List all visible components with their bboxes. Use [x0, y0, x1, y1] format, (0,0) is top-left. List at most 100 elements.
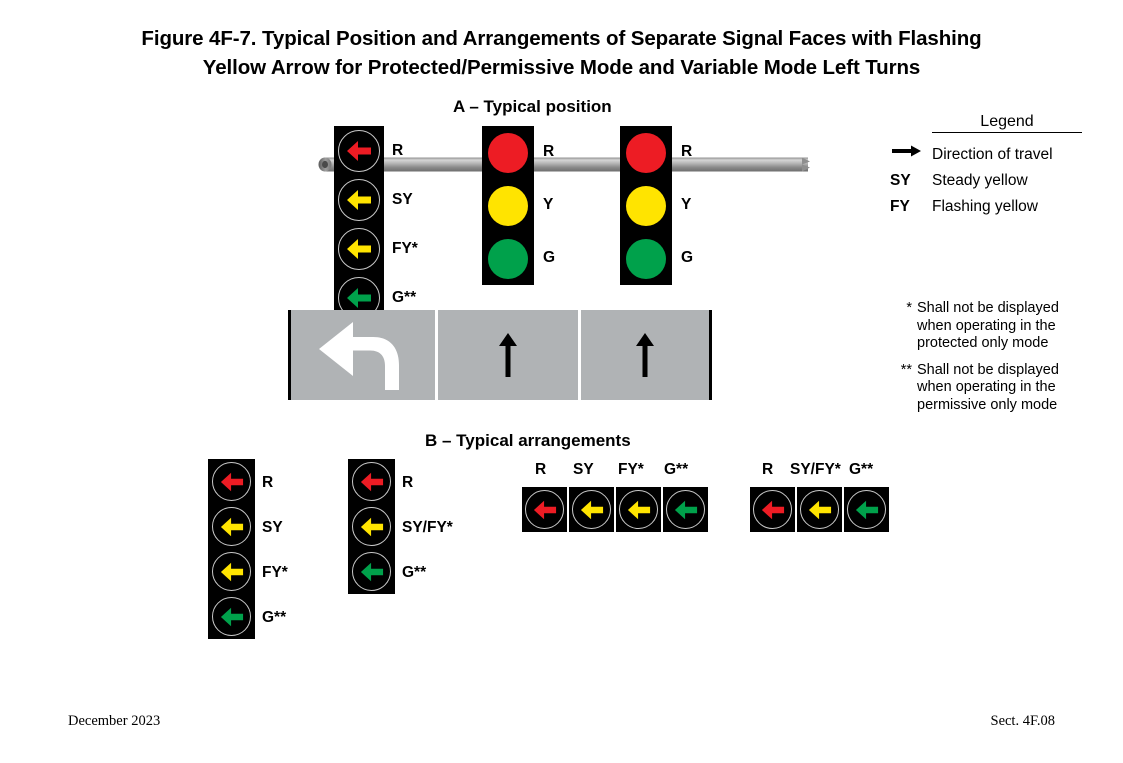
red-ball-lens: [488, 132, 528, 173]
signal-label-g: G: [681, 249, 694, 266]
signal-label-r: R: [535, 461, 547, 478]
left-turn-lane: [291, 310, 435, 400]
legend: Legend Direction of travel SY Steady yel…: [890, 112, 1090, 216]
footnote-line: protected only mode: [917, 335, 1049, 351]
legend-key-arrow: [890, 141, 932, 159]
footnote-mark: *: [906, 300, 912, 316]
left-arrow-icon: [220, 517, 243, 536]
horizontal-four-section-face: [522, 487, 708, 532]
signal-label-r: R: [543, 143, 555, 160]
signal-section-red-ball[interactable]: [620, 126, 672, 179]
legend-text-steady-yellow: Steady yellow: [932, 172, 1028, 189]
left-arrow-icon: [674, 500, 697, 519]
footnote-line: Shall not be displayed: [917, 300, 1059, 316]
signal-label-g: G**: [262, 609, 287, 626]
yellow-ball-lens: [488, 185, 528, 226]
footnote-line: when operating in the: [917, 317, 1056, 334]
horizontal-three-section-face: [750, 487, 889, 532]
page-title: Figure 4F-7. Typical Position and Arrang…: [70, 24, 1053, 82]
signal-label-y: Y: [681, 196, 692, 213]
left-arrow-icon: [220, 607, 243, 626]
signal-label-sy-fy: SY/FY*: [790, 461, 841, 478]
signal-section-green-arrow[interactable]: [208, 594, 255, 639]
footnote-single-asterisk: * Shall not be displayed when operating …: [893, 300, 1093, 353]
signal-label-y: Y: [543, 196, 554, 213]
footnote-line: when operating in the: [917, 379, 1056, 395]
signal-label-g: G**: [849, 461, 874, 478]
left-arrow-icon: [360, 517, 383, 536]
left-turn-signal-face: [334, 126, 384, 322]
signal-section-green-arrow[interactable]: [844, 487, 889, 532]
signal-section-red-arrow[interactable]: [334, 126, 384, 175]
legend-row-direction: Direction of travel: [890, 141, 1090, 164]
green-ball-lens: [626, 238, 666, 279]
signal-section-steady-yellow-arrow[interactable]: [208, 504, 255, 549]
signal-section-green-arrow[interactable]: [348, 549, 395, 594]
signal-section-green-ball[interactable]: [482, 232, 534, 285]
signal-section-flashing-yellow-arrow[interactable]: [334, 224, 384, 273]
section-b-heading: B – Typical arrangements: [425, 431, 631, 450]
signal-label-r: R: [392, 142, 404, 159]
signal-label-r: R: [762, 461, 774, 478]
signal-section-red-ball[interactable]: [482, 126, 534, 179]
signal-section-red-arrow[interactable]: [522, 487, 567, 532]
left-arrow-icon: [627, 500, 650, 519]
legend-text-direction: Direction of travel: [932, 146, 1053, 163]
signal-label-g: G**: [664, 461, 689, 478]
left-arrow-icon: [220, 472, 243, 491]
red-ball-lens: [626, 132, 666, 173]
through-lane-2: [578, 310, 709, 400]
left-arrow-icon: [360, 472, 383, 491]
left-arrow-icon: [220, 562, 243, 581]
right-arrow-icon: [892, 145, 921, 157]
section-a-heading: A – Typical position: [453, 97, 612, 116]
through-signal-face-2: [620, 126, 672, 285]
left-arrow-icon: [580, 500, 603, 519]
through-arrow-marking: [499, 333, 517, 377]
signal-section-steady-yellow-arrow[interactable]: [334, 175, 384, 224]
left-arrow-icon: [761, 500, 784, 519]
signal-section-steady-flashing-yellow-arrow[interactable]: [348, 504, 395, 549]
signal-label-g: G: [543, 249, 556, 266]
left-arrow-icon: [360, 562, 383, 581]
through-arrow-marking: [636, 333, 654, 377]
signal-section-green-arrow[interactable]: [663, 487, 708, 532]
signal-label-r: R: [681, 143, 693, 160]
signal-section-flashing-yellow-arrow[interactable]: [616, 487, 661, 532]
signal-section-steady-flashing-yellow-arrow[interactable]: [797, 487, 842, 532]
footnote-double-asterisk: ** Shall not be displayed when operating…: [893, 362, 1093, 415]
left-arrow-icon: [808, 500, 831, 519]
footnote-line: permissive only mode: [917, 396, 1058, 413]
signal-label-g: G**: [392, 289, 417, 306]
left-arrow-icon: [347, 140, 371, 161]
signal-label-r: R: [262, 474, 274, 491]
mast-arm: [318, 155, 810, 174]
signal-section-yellow-ball[interactable]: [482, 179, 534, 232]
through-lane-1: [435, 310, 578, 400]
roadway-diagram: [288, 310, 712, 400]
footnote-mark: **: [900, 361, 912, 378]
signal-section-steady-yellow-arrow[interactable]: [569, 487, 614, 532]
legend-row-flashing-yellow: FY Flashing yellow: [890, 198, 1090, 216]
footnote-body: Shall not be displayed when operating in…: [917, 300, 1059, 353]
legend-title: Legend: [932, 112, 1082, 133]
signal-section-red-arrow[interactable]: [750, 487, 795, 532]
signal-section-green-ball[interactable]: [620, 232, 672, 285]
yellow-ball-lens: [626, 185, 666, 226]
signal-section-red-arrow[interactable]: [208, 459, 255, 504]
signal-section-yellow-ball[interactable]: [620, 179, 672, 232]
signal-label-sy: SY: [573, 461, 594, 478]
vertical-four-section-face: [208, 459, 255, 639]
legend-row-steady-yellow: SY Steady yellow: [890, 172, 1090, 190]
signal-label-g: G**: [402, 564, 427, 581]
signal-section-red-arrow[interactable]: [348, 459, 395, 504]
signal-section-flashing-yellow-arrow[interactable]: [208, 549, 255, 594]
through-signal-face-1: [482, 126, 534, 285]
signal-label-sy-fy: SY/FY*: [402, 519, 453, 536]
title-line-2: Yellow Arrow for Protected/Permissive Mo…: [202, 56, 921, 79]
left-arrow-icon: [347, 189, 371, 210]
signal-label-sy: SY: [262, 519, 283, 536]
footer-section-ref: Sect. 4F.08: [990, 713, 1056, 729]
signal-label-fy: FY*: [262, 564, 288, 581]
